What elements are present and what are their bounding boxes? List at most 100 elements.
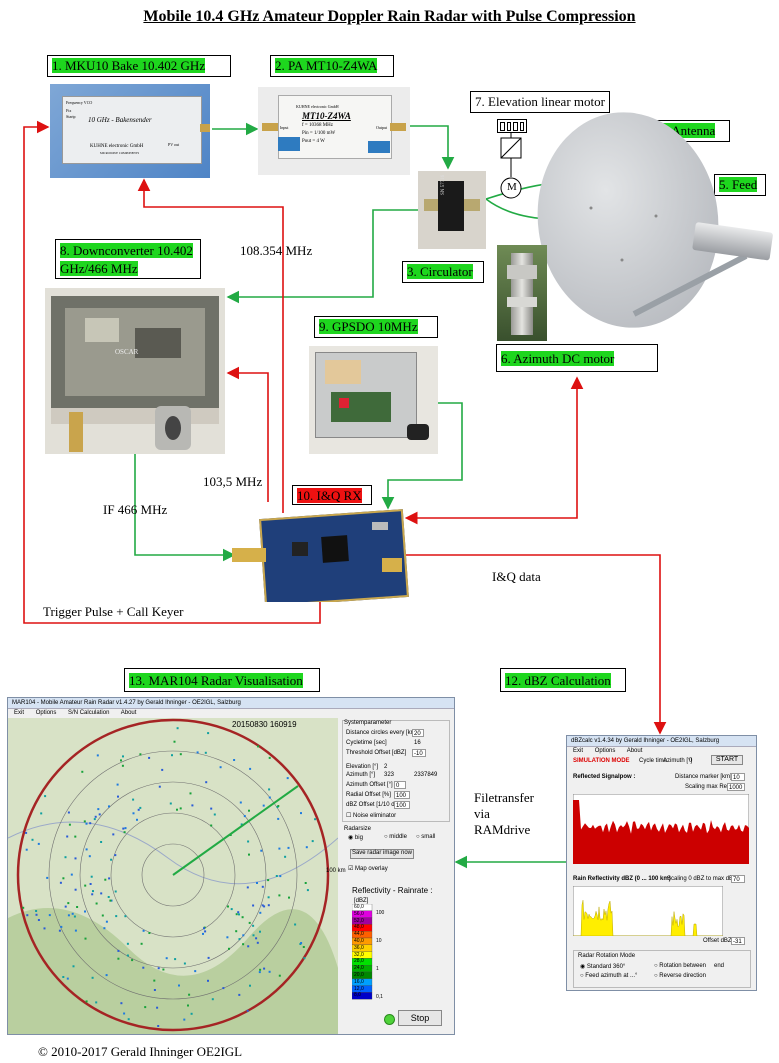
rain-echo [288,896,290,899]
rain-echo [252,904,255,907]
rain-echo [26,914,29,917]
rain-echo [156,1006,159,1009]
offset-field[interactable]: -31 [731,937,745,945]
rain-echo [114,854,117,857]
rain-echo [247,840,250,843]
rain-echo [237,911,240,914]
noise-checkbox[interactable]: ☐ Noise eliminator [346,813,397,819]
rain-echo [114,890,117,893]
scaling-dbz-field[interactable]: 70 [731,875,745,883]
wire-iq-data [406,554,667,735]
rain-echo [95,1001,98,1004]
mar-menu-sn[interactable]: S/N Calculation [68,710,110,716]
rain-echo [169,802,172,805]
dbz-menu-options[interactable]: Options [594,748,616,754]
rain-echo [261,904,264,907]
dbz-offset-field[interactable]: 100 [394,801,410,809]
motor-symbol: M [507,181,517,193]
rain-echo [210,824,213,827]
rain-echo [278,894,281,897]
radar-map-svg [8,718,339,1034]
rain-echo [68,823,71,826]
rain-echo [183,1018,186,1021]
dist-marker-field[interactable]: 10 [731,773,745,781]
rain-echo [153,989,156,991]
rain-echo [117,795,119,798]
radial-offset-field[interactable]: 100 [394,791,410,799]
rain-echo [242,943,245,946]
label-azimuth-motor: 6. Azimuth DC motor [496,344,658,372]
rain-echo [88,855,91,858]
rain-echo [194,970,197,973]
rot-reverse[interactable]: ○ Reverse direction [654,973,706,979]
rain-echo [25,831,28,834]
scaling-ref-field[interactable]: 1000 [727,783,745,791]
label-gpsdo: 9. GPSDO 10MHz [314,316,438,338]
rain-echo [259,968,262,971]
rot-between[interactable]: ○ Rotation between [654,963,706,969]
rain-echo [191,804,194,807]
rain-echo [268,970,271,973]
start-button[interactable]: START [711,755,743,765]
range-label: 100 km [326,868,346,874]
mar-menu-options[interactable]: Options [35,710,57,716]
bake-brand: KUHNE electronic GmbH [90,144,144,149]
size-small[interactable]: ○ small [416,834,436,840]
rain-echo [84,884,87,887]
rain-echo [190,1012,193,1015]
rain-echo [59,881,62,884]
label-pa: 2. PA MT10-Z4WA [270,55,394,77]
rain-echo [207,979,209,982]
wire-103 [226,366,269,502]
mar-menu-exit[interactable]: Exit [14,710,25,716]
range-ring [141,843,205,907]
scale-dbz-label: 32,0 [354,951,364,958]
trigger-label: Trigger Pulse + Call Keyer [43,604,184,619]
dbz-menu-exit[interactable]: Exit [573,748,584,754]
distance-circles-field[interactable]: 20 [412,729,424,737]
signalpow-plot [573,794,749,864]
azimuth-offset-field[interactable]: 0 [394,781,406,789]
rain-echo [148,756,151,759]
freq-103-label: 103,5 MHz [203,474,263,489]
threshold-field[interactable]: -10 [412,749,426,757]
rain-echo [142,929,145,932]
wire-108 [137,178,284,513]
rain-echo [171,754,173,757]
dbz-menu-about[interactable]: About [626,748,643,754]
rain-echo [74,857,77,860]
mar-menu-about[interactable]: About [120,710,137,716]
mar104-window: MAR104 - Mobile Amateur Rain Radar v1.4.… [7,697,455,1035]
iq-data-label: I&Q data [492,569,541,584]
rot-feed[interactable]: ○ Feed azimuth at ...° [580,973,638,979]
rain-echo [90,875,93,878]
save-radar-image-button[interactable]: Save radar image now [350,849,414,859]
rain-echo [205,781,208,784]
rain-echo [235,913,238,916]
rain-echo [117,957,120,960]
rain-echo [123,1012,126,1015]
map-overlay-checkbox[interactable]: ☑ Map overlay [348,866,388,872]
size-big[interactable]: ◉ big [348,835,363,841]
rain-echo [142,966,145,969]
rain-echo [108,805,110,808]
rain-echo [267,904,270,907]
stop-button[interactable]: Stop [398,1010,442,1026]
rain-echo [94,815,97,818]
rot-standard[interactable]: ◉ Standard 360° [580,964,626,970]
rain-echo [132,812,135,815]
rain-echo [179,807,182,810]
rain-echo [238,993,241,996]
scale-dbz-label: 52,0 [354,917,364,924]
rain-echo [109,899,112,902]
rain-echo [76,906,79,908]
scale-dbz-label: 36,0 [354,944,364,951]
rain-echo [165,957,168,960]
rotation-mode-group: Radar Rotation Mode ◉ Standard 360° ○ Ro… [573,950,751,988]
rain-echo [105,974,108,977]
rain-echo [35,910,38,912]
rain-echo [44,795,47,798]
size-middle[interactable]: ○ middle [384,834,407,840]
label-bake: 1. MKU10 Bake 10.402 GHz [47,55,231,77]
rain-echo [35,913,38,916]
